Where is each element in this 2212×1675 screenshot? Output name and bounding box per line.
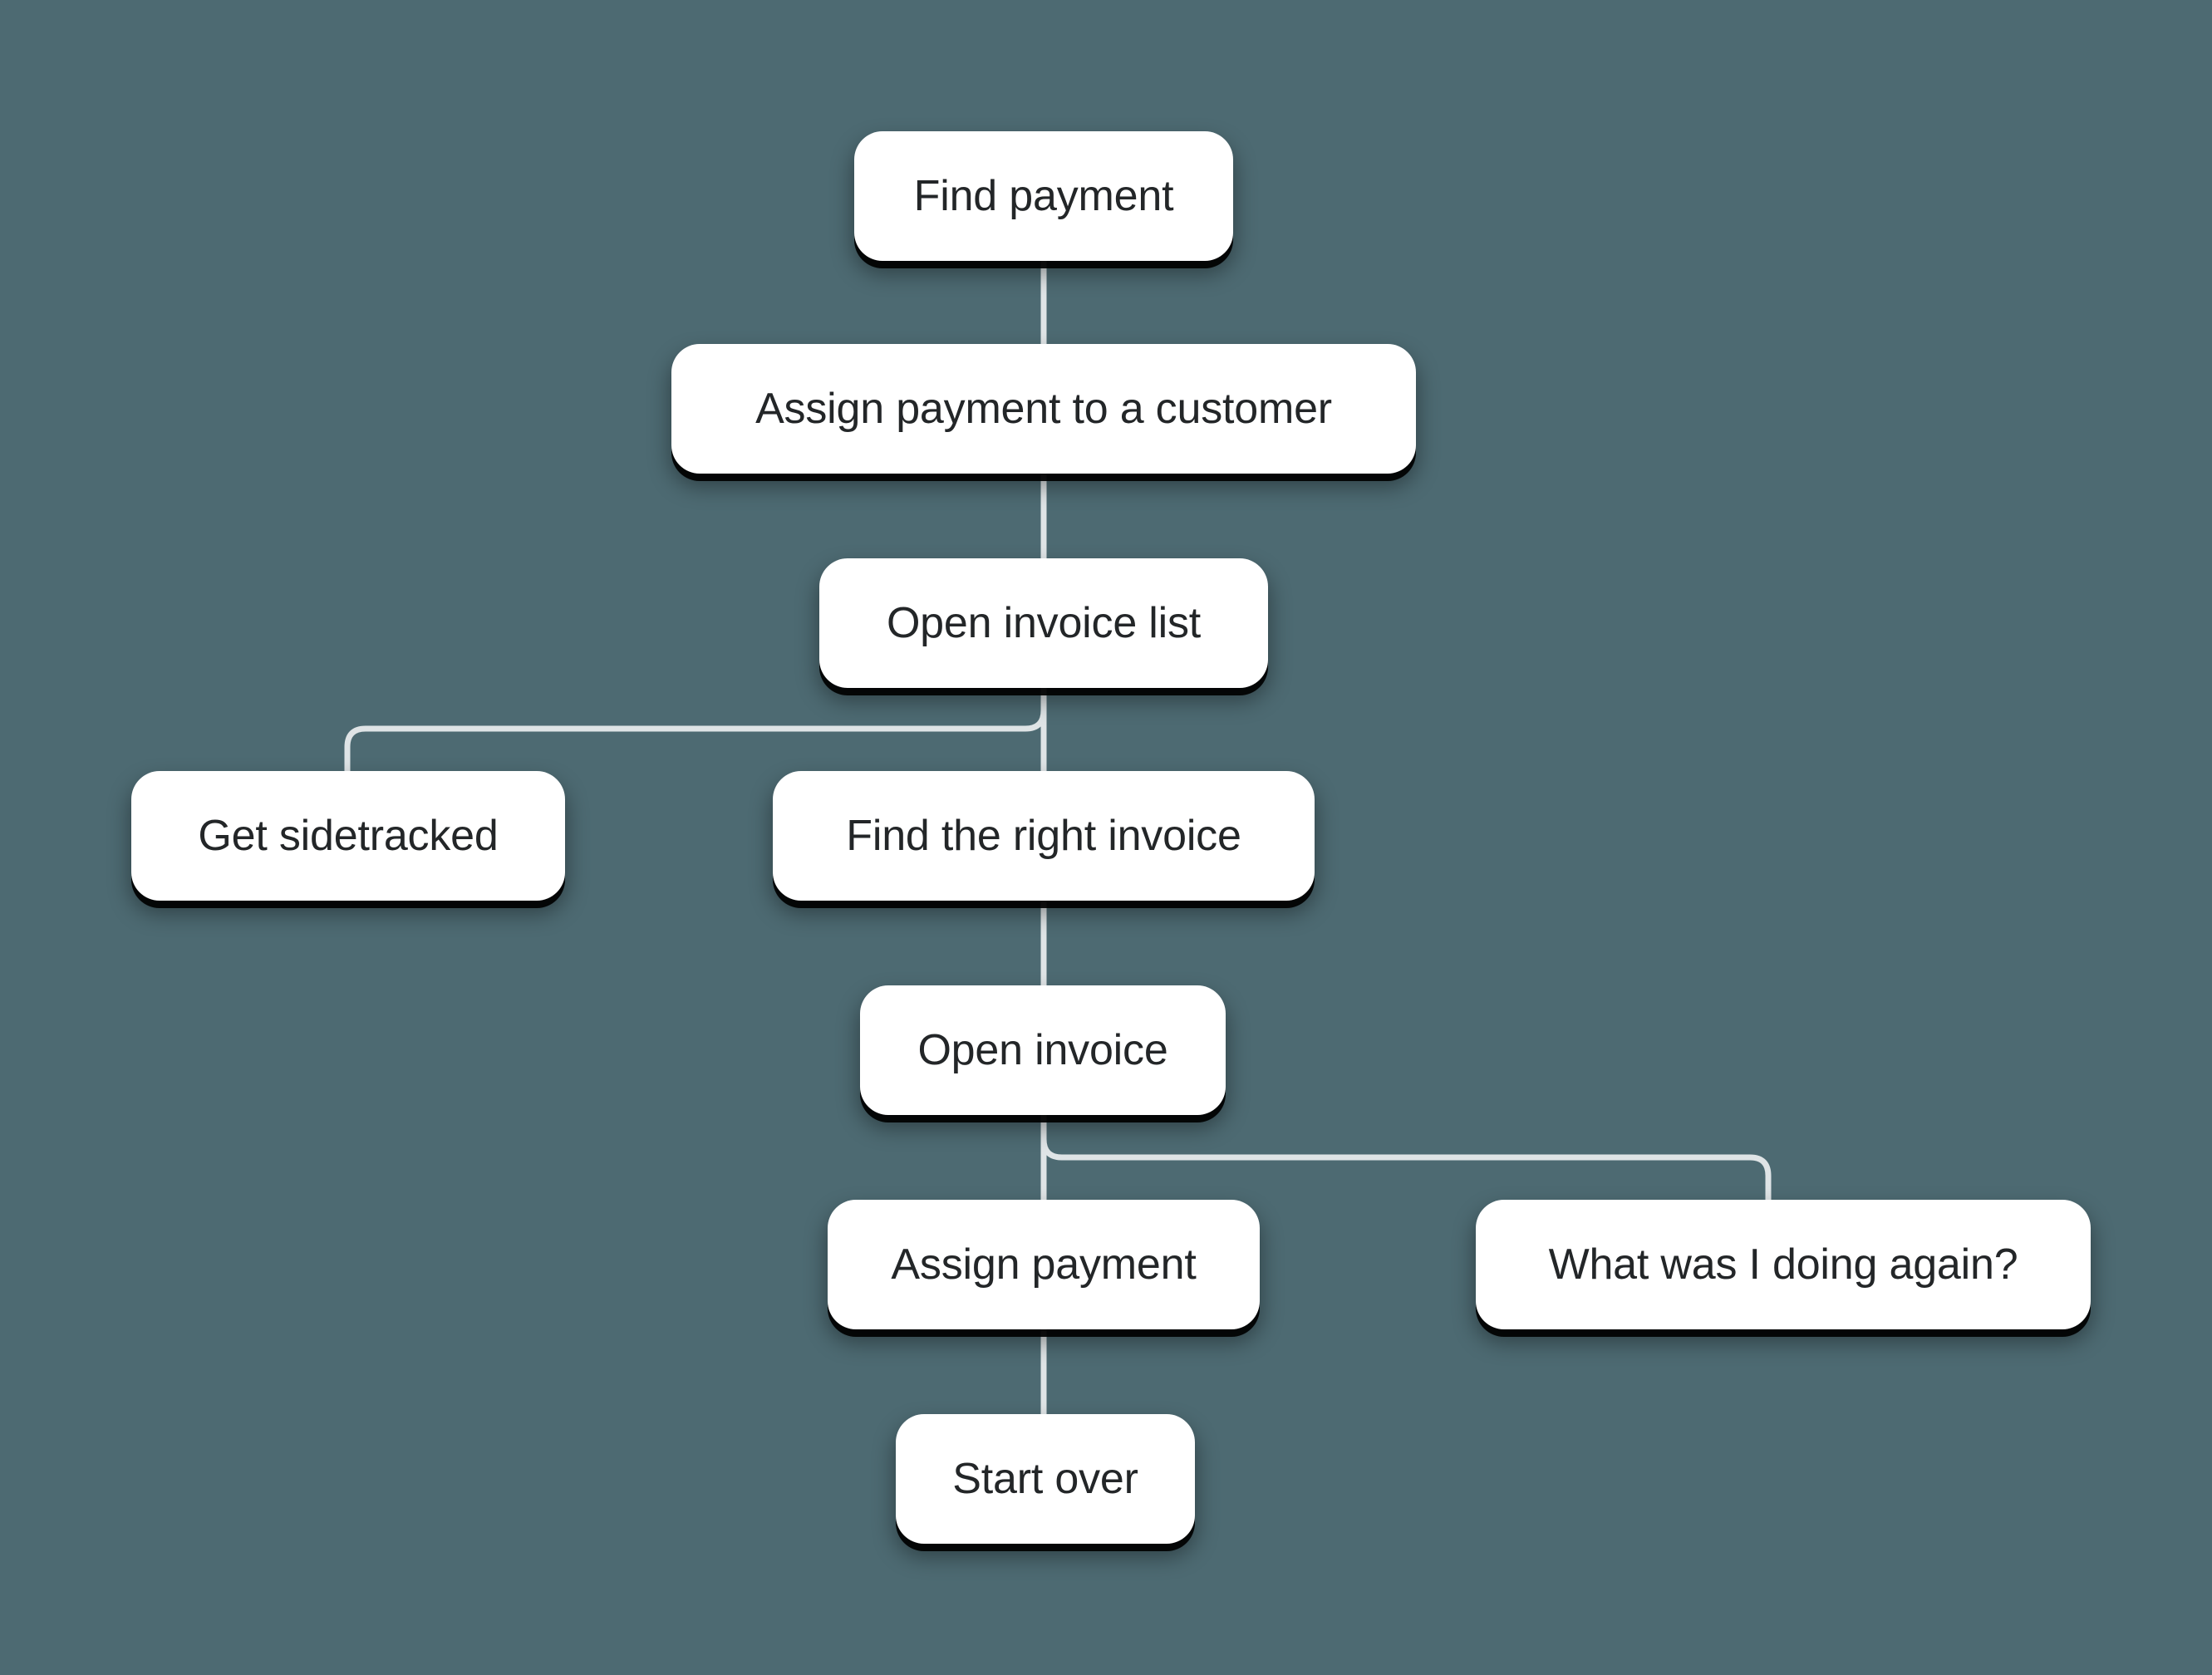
node-label: Find the right invoice xyxy=(846,812,1241,860)
node-what-was-i-doing-again[interactable]: What was I doing again? xyxy=(1476,1200,2091,1329)
node-label: Assign payment to a customer xyxy=(755,385,1332,433)
node-label: Find payment xyxy=(913,172,1174,220)
node-label: Get sidetracked xyxy=(198,812,499,860)
edge-open-invoice-to-what-was-i-doing xyxy=(1040,1115,1772,1200)
edge-open-invoice-list-to-get-sidetracked xyxy=(344,688,1047,771)
node-find-the-right-invoice[interactable]: Find the right invoice xyxy=(773,771,1315,901)
node-label: Start over xyxy=(952,1455,1138,1503)
node-open-invoice-list[interactable]: Open invoice list xyxy=(819,558,1268,688)
node-assign-payment[interactable]: Assign payment xyxy=(828,1200,1260,1329)
node-get-sidetracked[interactable]: Get sidetracked xyxy=(131,771,565,901)
node-label: What was I doing again? xyxy=(1548,1240,2018,1289)
node-label: Assign payment xyxy=(891,1240,1197,1289)
node-start-over[interactable]: Start over xyxy=(896,1414,1195,1544)
node-label: Open invoice xyxy=(917,1026,1168,1074)
node-open-invoice[interactable]: Open invoice xyxy=(860,985,1226,1115)
node-find-payment[interactable]: Find payment xyxy=(854,131,1233,261)
node-assign-payment-to-a-customer[interactable]: Assign payment to a customer xyxy=(671,344,1416,474)
node-label: Open invoice list xyxy=(886,599,1202,647)
